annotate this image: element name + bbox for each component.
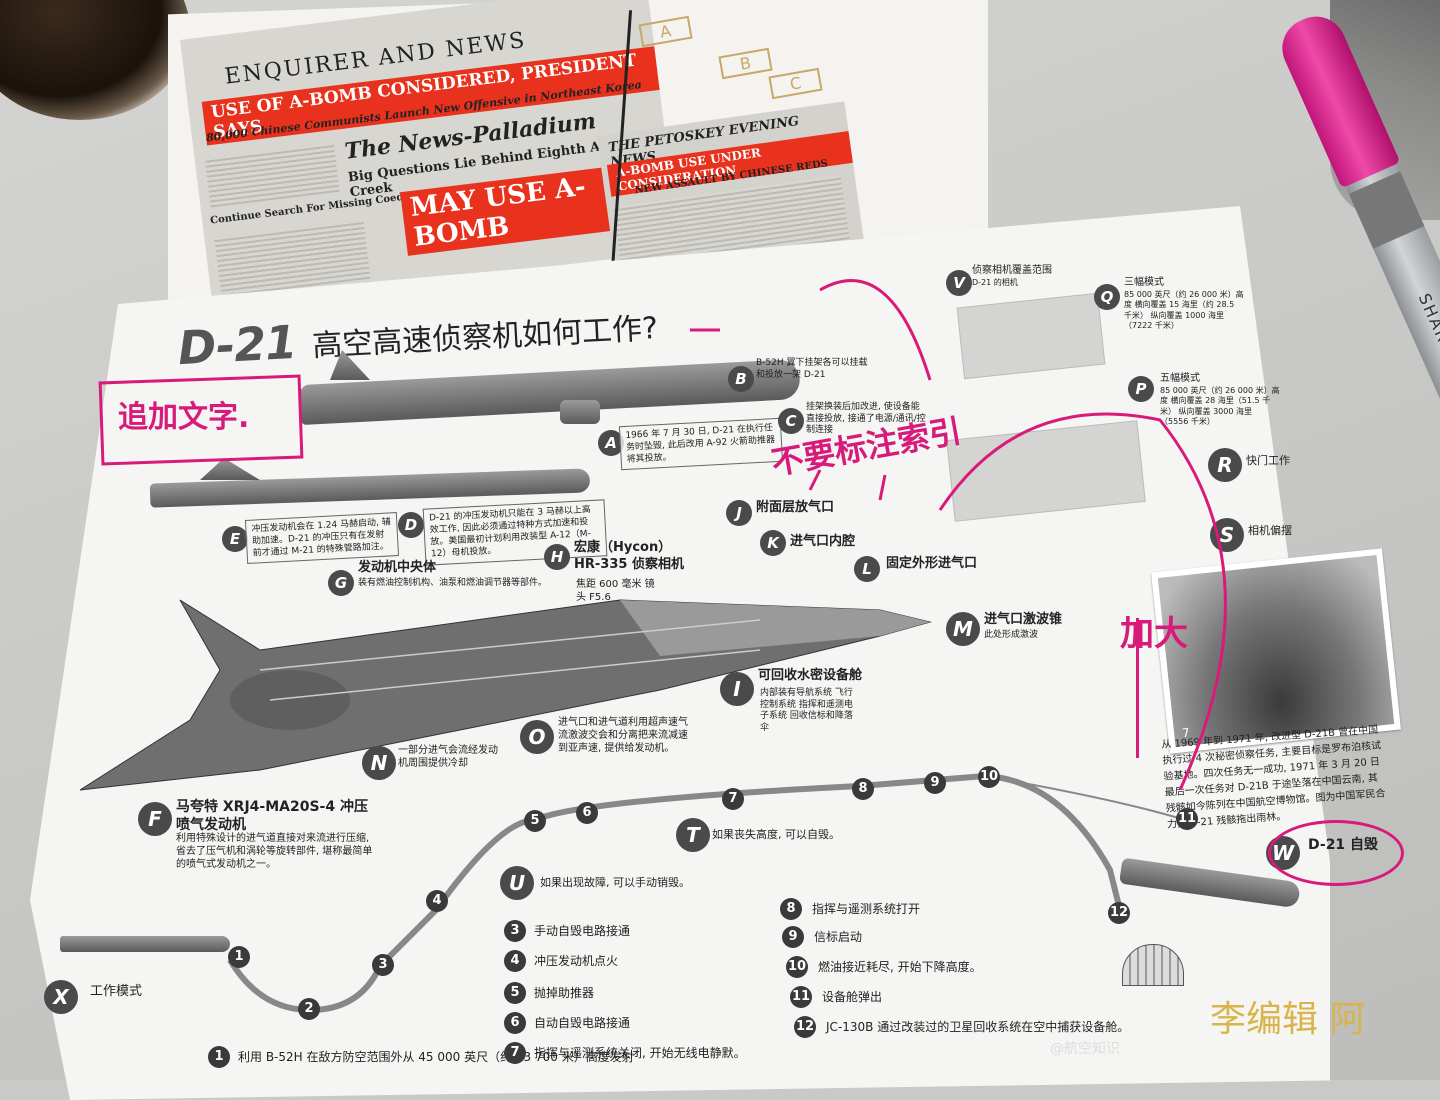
marker-t: T [676, 818, 710, 852]
marker-e: E [222, 526, 248, 552]
label-t: 如果丧失高度, 可以自毁。 [712, 828, 840, 841]
flight-path [227, 772, 1186, 1014]
marker-v: V [946, 270, 972, 296]
marker-x: X [44, 980, 78, 1014]
label-s: 相机偏摆 [1248, 524, 1292, 537]
step-number-3: 3 [504, 920, 526, 942]
annotation-add-text: 追加文字. [118, 400, 250, 435]
path-point-11: 11 [1176, 808, 1198, 830]
path-point-9: 9 [924, 772, 946, 794]
parachute [1122, 944, 1184, 986]
step-text-3: 手动自毁电路接通 [534, 924, 631, 938]
step-text-5: 抛掉助推器 [534, 986, 595, 1000]
step-text-11: 设备舱弹出 [822, 990, 883, 1004]
marker-r: R [1208, 448, 1242, 482]
annotation-bracket [1136, 618, 1151, 758]
step-text-7: 指挥与遥测系统关闭, 开始无线电静默。 [534, 1046, 746, 1060]
text-o: 进气口和进气道利用超声速气流激波交会和分离把来流减速到亚声速, 提供给发动机。 [558, 717, 688, 754]
step-text-8: 指挥与遥测系统打开 [812, 902, 921, 916]
marker-q: Q [1094, 284, 1120, 310]
title-d21: D-21 [176, 314, 298, 376]
text-i: 内部装有导航系统 飞行控制系统 指挥和遥测电子系统 回收信标和降落伞 [760, 688, 853, 734]
marker-i: I [720, 672, 754, 706]
step-text-10: 燃油接近耗尽, 开始下降高度。 [818, 960, 982, 974]
text-h: 焦距 600 毫米 镜头 F5.6 [576, 579, 655, 603]
pink-arrows [690, 279, 1227, 790]
text-v: D-21 的相机 [972, 278, 1018, 287]
b52-engine [560, 400, 600, 424]
marker-n: N [362, 746, 396, 780]
step-text-12: JC-130B 通过改装过的卫星回收系统在空中捕获设备舱。 [826, 1020, 1130, 1034]
label-i: 可回收水密设备舱 [758, 668, 863, 683]
label-v: 侦察相机覆盖范围 [972, 265, 1052, 276]
marker-c: C [778, 408, 804, 434]
marker-m: M [946, 612, 980, 646]
step-number-6: 6 [504, 1012, 526, 1034]
gold-signature: 李编辑 阿 [1210, 999, 1366, 1040]
callout-c: 挂架换装后加改进, 使设备能直接投放, 接通了电源/通讯/控制连接 [806, 402, 926, 436]
marker-f: F [138, 802, 172, 836]
step-text-9: 信标启动 [814, 930, 863, 944]
path-point-2: 2 [298, 998, 320, 1020]
step-number-4: 4 [504, 950, 526, 972]
annotation-enlarge: 加大 [1120, 614, 1188, 654]
step-text-4: 冲压发动机点火 [534, 954, 619, 968]
marker-l: L [854, 556, 880, 582]
text-g: 装有燃油控制机构、油泵和燃油调节器等部件。 [358, 578, 548, 588]
annotation-circle [1268, 820, 1404, 886]
label-u: 如果出现故障, 可以手动销毁。 [540, 876, 690, 889]
marker-k: K [760, 530, 786, 556]
step-text-1: 利用 B-52H 在敌方防空范围外从 45 000 英尺（约 13 700 米）… [238, 1050, 634, 1064]
path-point-4: 4 [426, 890, 448, 912]
step-number-11: 11 [790, 986, 812, 1008]
marker-b: B [728, 366, 754, 392]
step-number-12: 12 [794, 1016, 816, 1038]
marker-p: P [1128, 376, 1154, 402]
text-m: 此处形成激波 [984, 630, 1039, 640]
marker-o: O [520, 720, 554, 754]
label-p: 五幅模式 [1160, 373, 1200, 384]
label-k: 进气口内腔 [790, 534, 856, 549]
text-p: 85 000 英尺（约 26 000 米）高度 横向覆盖 28 海里（51.5 … [1160, 386, 1280, 427]
path-point-7: 7 [722, 788, 744, 810]
path-point-10: 10 [978, 766, 1000, 788]
marker-d: D [398, 512, 424, 538]
text-n: 一部分进气会流经发动机周围提供冷却 [398, 745, 498, 769]
path-point-5: 5 [524, 810, 546, 832]
step-number-9: 9 [782, 926, 804, 948]
marker-h: H [544, 544, 570, 570]
step-number-7: 7 [504, 1042, 526, 1064]
b52-launch-aircraft [60, 936, 230, 952]
step-number-5: 5 [504, 982, 526, 1004]
newsprint-block [204, 142, 340, 208]
label-m: 进气口激波锥 [984, 612, 1063, 627]
callout-e: 冲压发动机会在 1.24 马赫启动, 辅助加速。D-21 的冲压只有在发射前才通… [244, 512, 400, 565]
label-x: 工作模式 [90, 984, 143, 999]
step-text-6: 自动自毁电路接通 [534, 1016, 631, 1030]
label-g: 发动机中央体 [358, 560, 437, 575]
text-q: 85 000 英尺（约 26 000 米）高度 横向覆盖 15 海里（约 28.… [1124, 290, 1244, 331]
label-h: 宏康（Hycon）HR-335 侦察相机 [574, 540, 684, 572]
path-point-12: 12 [1108, 902, 1130, 924]
step-number-8: 8 [780, 898, 802, 920]
path-point-8: 8 [852, 778, 874, 800]
callout-b: B-52H 翼下挂架各可以挂载和投放一架 D-21 [756, 358, 868, 380]
step-number-1: 1 [208, 1046, 230, 1068]
label-q: 三幅模式 [1124, 277, 1164, 288]
text-f: 利用特殊设计的进气道直接对来流进行压缩, 省去了压气机和涡轮等旋转部件, 堪称最… [176, 833, 373, 870]
label-f: 马夸特 XRJ4-MA20S-4 冲压喷气发动机 [176, 799, 368, 834]
path-point-6: 6 [576, 802, 598, 824]
d21-drone-drawing [79, 599, 932, 791]
label-r: 快门工作 [1246, 454, 1290, 467]
path-point-3: 3 [372, 954, 394, 976]
step-number-10: 10 [786, 956, 808, 978]
label-j: 附面层放气口 [756, 500, 835, 515]
path-point-1: 1 [228, 946, 250, 968]
marker-j: J [726, 500, 752, 526]
marker-g: G [328, 570, 354, 596]
watermark: @航空知识 [1050, 1041, 1120, 1057]
marker-u: U [500, 866, 534, 900]
label-l: 固定外形进气口 [886, 556, 978, 571]
